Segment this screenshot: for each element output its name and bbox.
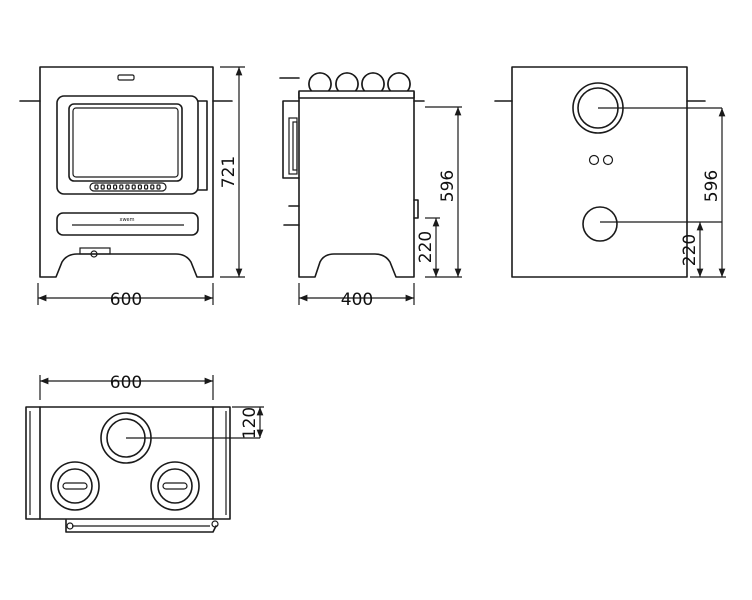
side-view <box>279 72 425 278</box>
front-air-vent-frame <box>89 182 167 192</box>
top-front-bar-knob-left <box>66 522 74 530</box>
front-air-vent-slot <box>119 184 124 190</box>
top-hotplate-right-inner <box>157 468 193 504</box>
top-hotplate-left-inner <box>57 468 93 504</box>
front-body-outline <box>39 66 214 278</box>
front-top-plate <box>117 74 135 81</box>
top-rail-right <box>212 406 231 520</box>
front-knob-plate <box>79 247 111 255</box>
dim-side-depth: 400 <box>298 283 415 310</box>
dim-top-width-label: 600 <box>110 373 142 393</box>
top-front-bar-knob-right <box>211 520 219 528</box>
front-door-glass-inner <box>72 107 179 178</box>
front-air-vent-slot <box>125 184 130 190</box>
front-air-vent-slot <box>112 184 118 190</box>
dim-side-flue-label: 220 <box>416 231 436 263</box>
front-air-vent-slot <box>144 184 149 190</box>
top-hotplate-left-handle <box>62 482 88 490</box>
dim-top-width: 600 <box>39 373 214 400</box>
dim-top-offset: 120 <box>232 406 264 439</box>
front-air-vent-slot <box>150 184 155 190</box>
side-hotplates <box>308 72 411 96</box>
side-door-handle <box>282 100 300 179</box>
front-air-vent-slot <box>137 184 142 190</box>
front-air-vent-slot <box>94 184 99 190</box>
side-top-plate <box>298 90 415 99</box>
top-hotplate-right <box>150 461 200 511</box>
front-ashpan-drawer <box>56 212 199 236</box>
front-door-handle <box>197 100 208 191</box>
top-rail-left <box>25 406 41 520</box>
dim-side-depth-label: 400 <box>341 290 373 310</box>
top-view <box>25 406 260 533</box>
dim-rear-flue: 220 <box>680 222 704 277</box>
front-brand-text: xwem <box>120 217 135 223</box>
side-door-profile-inner <box>292 121 298 171</box>
dim-rear-flue-label: 220 <box>680 234 700 266</box>
front-view: xwem <box>19 66 233 278</box>
dim-rear-height: 596 <box>690 108 726 278</box>
front-air-vent-slot <box>156 184 161 190</box>
front-door-glass <box>68 103 183 182</box>
dim-side-height-label: 596 <box>438 170 458 202</box>
top-hotplate-right-handle <box>162 482 188 490</box>
dim-front-height-label: 721 <box>219 156 239 188</box>
front-door-frame <box>56 95 199 195</box>
front-air-vent <box>89 182 167 192</box>
front-air-vent-slot <box>100 184 105 190</box>
side-rear-hook <box>413 199 419 219</box>
top-front-bar <box>65 519 217 533</box>
front-air-vent-slot <box>106 184 112 190</box>
rear-flue-outlet <box>582 206 618 242</box>
rear-body-outline <box>511 66 688 278</box>
front-air-vent-slot <box>131 184 136 190</box>
dim-front-width-label: 600 <box>110 290 142 310</box>
side-body-outline <box>298 91 415 278</box>
top-hotplate-left <box>50 461 100 511</box>
dim-front-height: 721 <box>219 66 245 278</box>
dim-front-width: 600 <box>37 283 214 310</box>
dim-side-flue: 220 <box>416 217 440 277</box>
dim-rear-height-label: 596 <box>702 170 722 202</box>
rear-hole-left <box>588 154 600 166</box>
rear-hole-right <box>602 154 614 166</box>
dim-top-offset-label: 120 <box>240 407 260 439</box>
dim-side-height: 596 <box>425 106 462 278</box>
